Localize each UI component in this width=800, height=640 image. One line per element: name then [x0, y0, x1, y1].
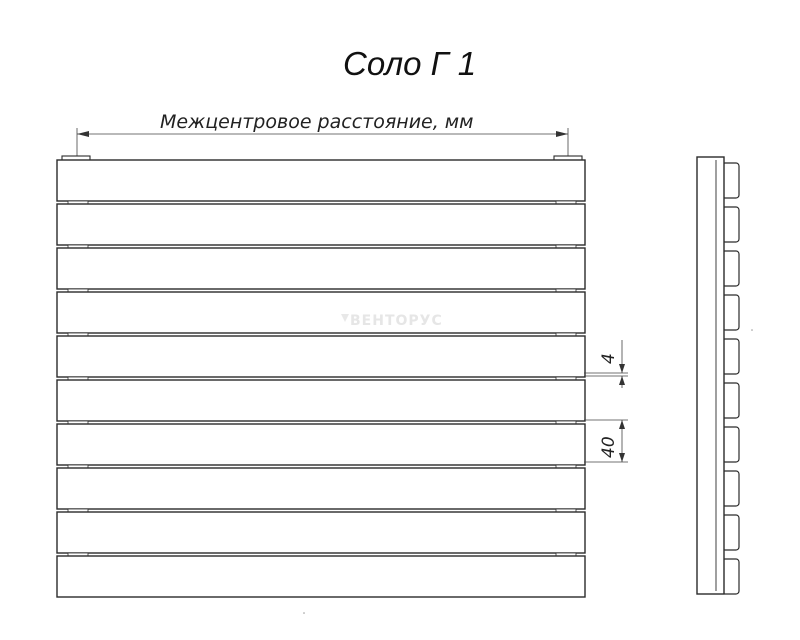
radiator-bar: [56, 159, 586, 202]
gap-dimension: 4: [584, 340, 628, 388]
bar-height-dimension: 40: [584, 419, 628, 463]
side-collector: [696, 156, 725, 595]
radiator-bar: [56, 291, 586, 334]
radiator-bar: [56, 379, 586, 422]
watermark-icon: [341, 314, 349, 322]
gap-arrow-up-icon: [619, 376, 625, 385]
watermark-logo: ВЕНТОРУС: [341, 313, 443, 329]
stray-dot: [303, 612, 305, 614]
radiator-bar: [56, 335, 586, 378]
center-distance-dimension: Межцентровое расстояние, мм: [76, 111, 569, 158]
radiator-bar: [56, 423, 586, 466]
radiator-bar: [56, 511, 586, 554]
stray-dot: [751, 329, 753, 331]
height-arrow-down-icon: [619, 453, 625, 462]
radiator-front-view: [56, 155, 586, 598]
radiator-bar: [56, 467, 586, 510]
watermark-text: ВЕНТОРУС: [350, 313, 443, 329]
gap-arrow-down-icon: [619, 364, 625, 373]
radiator-bar: [56, 203, 586, 246]
height-arrow-up-icon: [619, 420, 625, 429]
radiator-side-view: [696, 156, 740, 595]
arrow-left-icon: [77, 131, 89, 137]
bar-height-label: 40: [599, 436, 619, 458]
radiator-bar: [56, 555, 586, 598]
center-distance-label: Межцентровое расстояние, мм: [160, 111, 473, 133]
arrow-right-icon: [556, 131, 568, 137]
drawing-title: Соло Г 1: [343, 45, 476, 82]
radiator-bar: [56, 247, 586, 290]
gap-dimension-label: 4: [599, 353, 619, 364]
